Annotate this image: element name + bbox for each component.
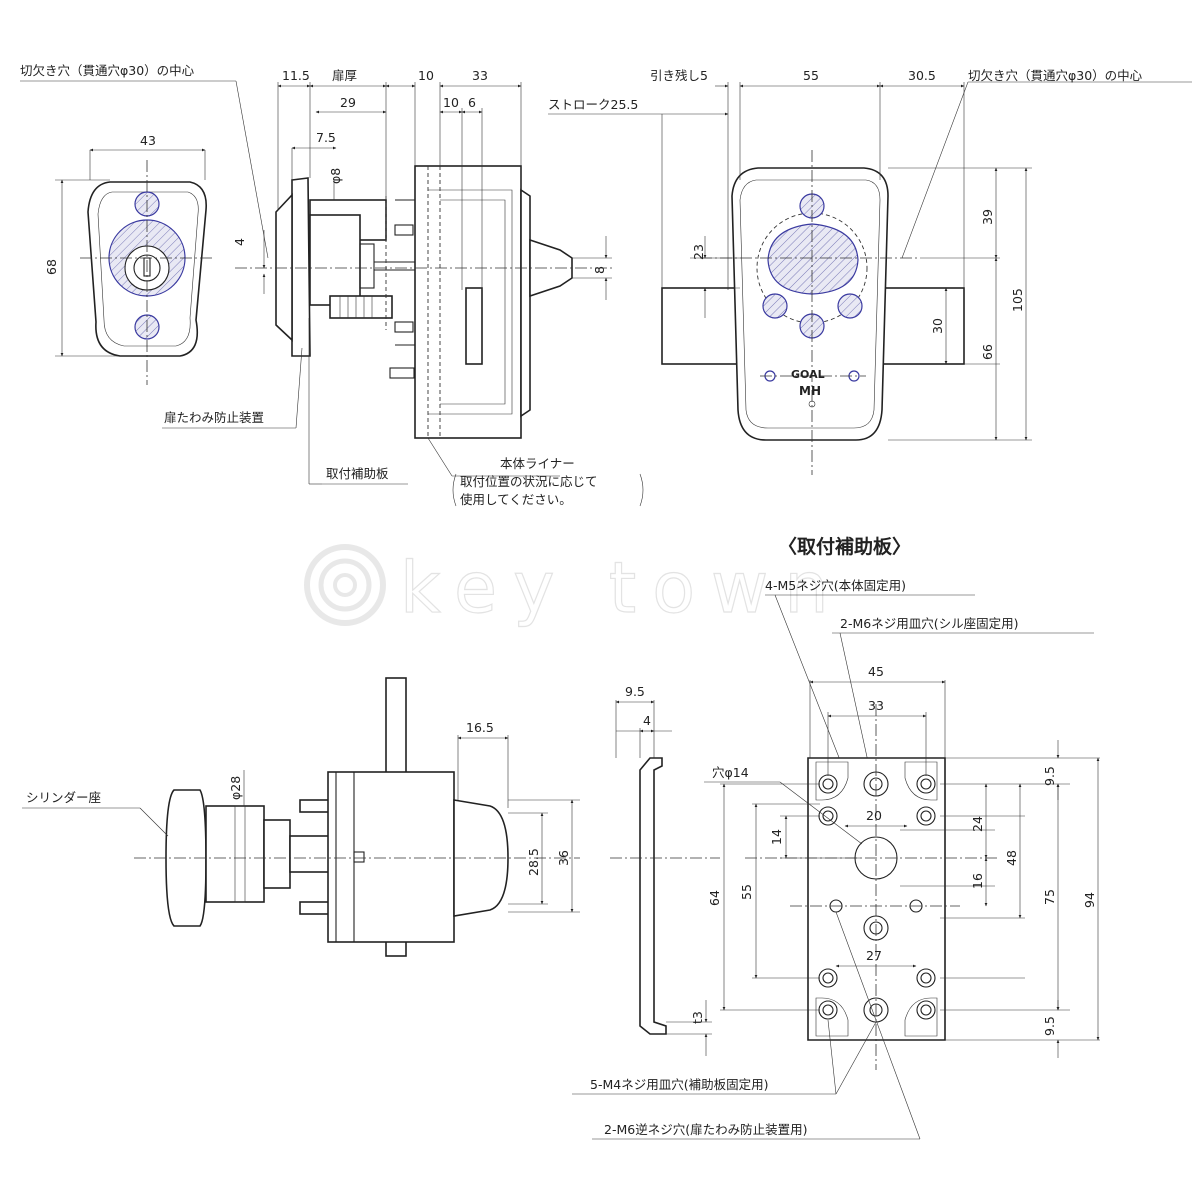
label-m6-counter: 2-M6ネジ用皿穴(シル座固定用) — [840, 616, 1018, 631]
dim-t3: t3 — [690, 1011, 705, 1024]
dim-75: 75 — [1042, 889, 1057, 905]
dim-94: 94 — [1082, 892, 1097, 908]
label-m6-reverse: 2-M6逆ネジ穴(扉たわみ防止装置用) — [604, 1122, 807, 1137]
dim-64: 64 — [707, 890, 722, 906]
watermark: key town — [304, 544, 845, 630]
dim-30-5: 30.5 — [908, 68, 936, 83]
label-stroke: ストローク25.5 — [548, 97, 638, 112]
dim-27: 27 — [866, 948, 882, 963]
dim-24: 24 — [970, 816, 985, 832]
side-view-bottom: 16.5 28.5 36 φ28 シリンダー座 — [22, 677, 580, 957]
dim-29: 29 — [340, 95, 356, 110]
dim-33-top: 33 — [472, 68, 488, 83]
label-door-thickness: 扉厚 — [332, 68, 357, 83]
label-liner-note-1: 取付位置の状況に応じて — [460, 474, 598, 489]
dim-9-5-bottom: 9.5 — [1042, 1016, 1057, 1036]
logo-mh: MH — [799, 384, 821, 398]
label-mounting-aux-plate: 取付補助板 — [326, 466, 389, 481]
front-view-left: 43 68 — [44, 133, 215, 385]
dim-30: 30 — [930, 318, 945, 334]
label-cutout-center-right: 切欠き穴（貫通穴φ30）の中心 — [968, 68, 1143, 83]
watermark-text: key town — [400, 547, 845, 629]
label-cutout-center-left: 切欠き穴（貫通穴φ30）の中心 — [20, 63, 195, 78]
dim-9-5-top: 9.5 — [1042, 766, 1057, 786]
dim-23: 23 — [691, 244, 706, 260]
threaded-rod — [339, 296, 373, 318]
dim-36: 36 — [556, 850, 571, 866]
label-door-sag-prevention: 扉たわみ防止装置 — [164, 410, 264, 425]
dim-16-5: 16.5 — [466, 720, 494, 735]
label-cylinder-seat: シリンダー座 — [26, 790, 101, 805]
dim-48: 48 — [1004, 850, 1019, 866]
dim-45: 45 — [868, 664, 884, 679]
dim-11-5: 11.5 — [282, 68, 310, 83]
plate-side-section: 9.5 4 t3 — [610, 684, 720, 1056]
dim-28-5: 28.5 — [526, 848, 541, 876]
dim-68: 68 — [44, 259, 59, 275]
label-remainder: 引き残し5 — [650, 68, 708, 83]
plate-title: 〈取付補助板〉 — [778, 535, 911, 558]
dim-43: 43 — [140, 133, 156, 148]
dim-8: 8 — [592, 266, 607, 274]
watermark-logo-icon — [304, 544, 386, 626]
logo-goal: GOAL — [791, 368, 825, 381]
dim-phi8: φ8 — [328, 168, 343, 184]
rear-view-right: GOAL MH 引き残し5 55 30.5 ストローク25.5 切欠き穴（貫通穴… — [548, 68, 1192, 475]
dim-10-top: 10 — [418, 68, 434, 83]
mounting-plate-view: 〈取付補助板〉 4-M5ネジ穴(本体固定用) 2-M6ネジ用皿穴(シル座固定用) — [572, 535, 1100, 1140]
dim-16: 16 — [970, 873, 985, 889]
side-view-top: 11.5 扉厚 10 33 29 10 6 7.5 φ8 4 8 切欠き穴（貫通… — [20, 63, 644, 507]
dim-105: 105 — [1010, 288, 1025, 312]
dim-39: 39 — [980, 209, 995, 225]
dim-6: 6 — [468, 95, 476, 110]
label-m4-counter: 5-M4ネジ用皿穴(補助板固定用) — [590, 1077, 768, 1092]
dim-9-5-side: 9.5 — [625, 684, 645, 699]
label-body-liner: 本体ライナー — [500, 456, 575, 471]
dim-14: 14 — [769, 829, 784, 845]
dim-33-plate: 33 — [868, 698, 884, 713]
dim-7-5: 7.5 — [316, 130, 336, 145]
label-hole-14: 穴φ14 — [712, 765, 749, 780]
dim-10-mid: 10 — [443, 95, 459, 110]
dim-20: 20 — [866, 808, 882, 823]
label-m5-holes: 4-M5ネジ穴(本体固定用) — [765, 578, 906, 593]
dim-66: 66 — [980, 344, 995, 360]
dim-55-plate: 55 — [739, 884, 754, 900]
label-liner-note-2: 使用してください。 — [460, 492, 572, 507]
dim-4-side: 4 — [643, 713, 651, 728]
dim-phi28: φ28 — [228, 776, 243, 800]
dim-55-top: 55 — [803, 68, 819, 83]
dim-4-left: 4 — [232, 238, 247, 246]
